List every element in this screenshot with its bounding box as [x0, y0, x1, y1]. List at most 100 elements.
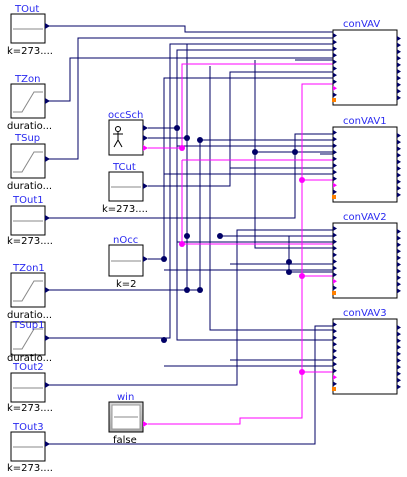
- output-port: [397, 75, 401, 81]
- wire-bus-3: [254, 152, 333, 249]
- integer-input-port: [332, 387, 336, 391]
- input-port: [333, 189, 337, 195]
- wire-tsup-convav: [46, 37, 333, 160]
- input-port: [333, 136, 337, 142]
- integer-input-port: [332, 291, 336, 295]
- output-port: [397, 325, 401, 330]
- block-tsup[interactable]: TSup duratio...: [7, 133, 52, 192]
- block-tzon1[interactable]: TZon1 duratio...: [7, 263, 52, 321]
- input-port: [333, 59, 337, 65]
- input-port: [333, 182, 337, 188]
- integer-input-port: [332, 98, 336, 102]
- wire-bus-1: [209, 66, 333, 331]
- output-port: [397, 36, 401, 41]
- block-tsup-name: TSup: [14, 133, 40, 144]
- block-win[interactable]: win false: [108, 392, 148, 446]
- output-port: [397, 229, 401, 234]
- wire-junctions: [161, 125, 305, 375]
- output-port: [397, 82, 401, 88]
- block-win-param: false: [113, 435, 137, 446]
- output-port: [397, 371, 401, 377]
- block-convav3[interactable]: conVAV3: [332, 308, 401, 395]
- input-port: [333, 355, 337, 360]
- wire-tout-convav: [46, 25, 333, 33]
- input-port: [333, 52, 337, 58]
- output-port: [397, 344, 401, 350]
- input-port: [333, 33, 337, 38]
- output-port: [397, 331, 401, 337]
- input-port: [333, 335, 337, 341]
- input-port: [333, 176, 337, 182]
- output-port: [397, 288, 401, 294]
- output-port: [397, 88, 401, 94]
- output-port: [397, 166, 401, 171]
- block-tout2-param: k=273....: [7, 403, 53, 414]
- block-tcut[interactable]: TCut k=273....: [102, 162, 148, 215]
- block-tout[interactable]: TOut k=273....: [7, 4, 53, 57]
- block-tcut-param: k=273....: [102, 204, 148, 215]
- input-port: [333, 163, 337, 168]
- block-convav1[interactable]: conVAV1: [332, 116, 401, 203]
- output-port: [397, 172, 401, 178]
- input-port: [333, 341, 337, 347]
- block-tout2[interactable]: TOut2 k=273....: [7, 362, 53, 414]
- input-port: [333, 79, 337, 85]
- wire-bus-2: [254, 60, 333, 153]
- input-port: [333, 259, 337, 264]
- output-port: [397, 377, 401, 383]
- wire-nocc: [148, 77, 333, 260]
- output-port: [397, 69, 401, 74]
- block-tout3-param: k=273....: [7, 463, 53, 474]
- input-port: [333, 149, 337, 155]
- output-port: [397, 235, 401, 241]
- output-port: [397, 275, 401, 281]
- wire-tout2-convav2: [46, 229, 333, 386]
- block-win-name: win: [117, 392, 134, 403]
- output-port: [397, 159, 401, 165]
- output-port: [397, 179, 401, 185]
- block-tout3-name: TOut3: [12, 422, 44, 433]
- block-nocc[interactable]: nOcc k=2: [108, 235, 148, 290]
- block-tsup1-name: TSup1: [12, 320, 45, 331]
- block-convav-name: conVAV: [343, 19, 380, 30]
- block-tout2-name: TOut2: [12, 362, 44, 373]
- input-port: [333, 169, 337, 175]
- output-port: [397, 95, 401, 101]
- block-convav2-name: conVAV2: [343, 212, 387, 223]
- output-port: [397, 262, 401, 267]
- output-port: [397, 139, 401, 145]
- input-port: [333, 130, 337, 135]
- input-port: [333, 39, 337, 45]
- block-convav3-name: conVAV3: [343, 308, 387, 319]
- wire-tout1-convav1: [46, 133, 333, 219]
- output-port: [397, 351, 401, 357]
- input-port: [333, 239, 337, 245]
- block-tout1[interactable]: TOut1 k=273....: [7, 195, 53, 247]
- output-port: [397, 384, 401, 390]
- block-tout3[interactable]: TOut3 k=273....: [7, 422, 53, 474]
- block-tsup1[interactable]: TSup1 duratio...: [7, 320, 52, 364]
- output-port: [397, 55, 401, 61]
- block-tout1-name: TOut1: [12, 195, 44, 206]
- block-tzon1-name: TZon1: [12, 263, 45, 274]
- input-port: [333, 374, 337, 380]
- output-port: [397, 185, 401, 191]
- output-port: [397, 255, 401, 261]
- block-convav[interactable]: conVAV: [332, 19, 401, 106]
- output-port: [397, 358, 401, 363]
- input-port: [333, 226, 337, 231]
- output-port: [397, 49, 401, 55]
- block-tzon-param: duratio...: [7, 121, 52, 132]
- wire-bool-occ-3: [181, 160, 333, 245]
- output-port: [397, 146, 401, 152]
- output-port: [397, 268, 401, 274]
- block-tsup-param: duratio...: [7, 181, 52, 192]
- input-port: [333, 85, 337, 91]
- block-tcut-name: TCut: [112, 162, 136, 173]
- block-occsch[interactable]: occSch: [108, 110, 148, 156]
- block-nocc-name: nOcc: [113, 235, 138, 246]
- block-tzon[interactable]: TZon duratio...: [7, 74, 52, 132]
- integer-input-port: [332, 195, 336, 199]
- block-convav2[interactable]: conVAV2: [332, 212, 401, 299]
